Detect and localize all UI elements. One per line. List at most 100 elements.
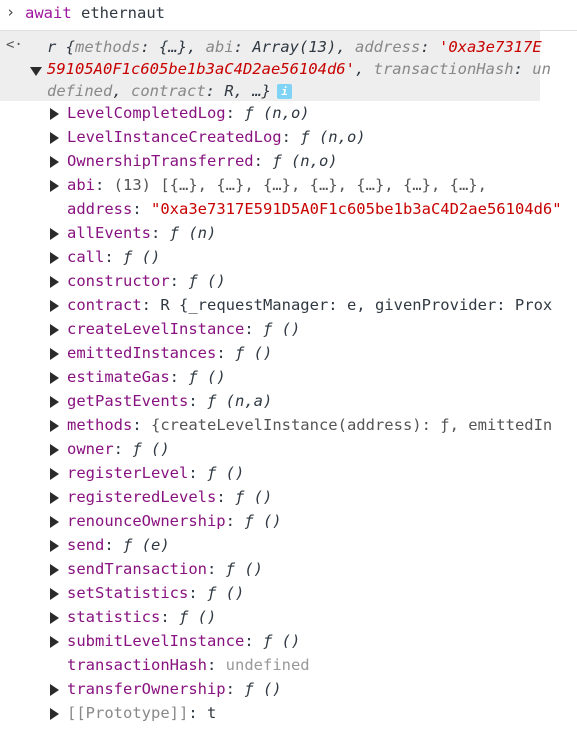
property-row[interactable]: allEvents: ƒ (n) — [50, 221, 216, 245]
property-row[interactable]: owner: ƒ () — [50, 437, 170, 461]
property-row[interactable]: transactionHash: undefined — [67, 653, 310, 677]
collapse-triangle-icon[interactable] — [30, 67, 42, 76]
property-value: undefined — [225, 656, 310, 674]
summary-address-value-b: 59105A0F1c605be1b3aC4D2ae56104d6' — [47, 60, 355, 78]
expand-triangle-icon[interactable] — [50, 179, 59, 192]
expand-triangle-icon[interactable] — [50, 539, 59, 552]
property-name: createLevelInstance — [67, 320, 245, 338]
expand-triangle-icon[interactable] — [50, 395, 59, 408]
property-value: ƒ (n,o) — [244, 104, 310, 122]
expand-triangle-icon[interactable] — [50, 323, 59, 336]
property-row[interactable]: registerLevel: ƒ () — [50, 461, 244, 485]
property-row[interactable]: sendTransaction: ƒ () — [50, 557, 263, 581]
property-value: (13) [{…}, {…}, {…}, {…}, {…}, {…}, {…}, — [113, 176, 487, 194]
expand-triangle-icon[interactable] — [50, 443, 59, 456]
property-row[interactable]: statistics: ƒ () — [50, 605, 216, 629]
property-row[interactable]: registeredLevels: ƒ () — [50, 485, 272, 509]
property-value: ƒ () — [207, 464, 245, 482]
property-name: contract — [67, 296, 142, 314]
summary-abi-value: Array(13) — [252, 38, 337, 56]
expand-triangle-icon[interactable] — [50, 275, 59, 288]
property-separator: : — [151, 224, 170, 242]
expand-triangle-icon[interactable] — [50, 491, 59, 504]
summary-contract-value: R — [224, 82, 234, 100]
property-value: ƒ (n,o) — [300, 128, 366, 146]
property-value: ƒ () — [234, 488, 273, 506]
property-row[interactable]: methods: {createLevelInstance(address): … — [50, 413, 552, 437]
expand-triangle-icon[interactable] — [50, 227, 59, 240]
property-value: ƒ () — [225, 560, 263, 578]
expand-triangle-icon[interactable] — [50, 563, 59, 576]
prompt-chevron-icon: › — [6, 3, 16, 21]
info-icon[interactable]: i — [277, 84, 293, 99]
property-row[interactable]: getPastEvents: ƒ (n,a) — [50, 389, 272, 413]
property-row[interactable]: setStatistics: ƒ () — [50, 581, 244, 605]
summary-txhash-key: transactionHash — [373, 60, 514, 78]
property-name: address — [67, 200, 133, 218]
property-value: ƒ () — [234, 344, 273, 362]
property-row[interactable]: [[Prototype]]: t — [50, 701, 216, 725]
expand-triangle-icon[interactable] — [50, 107, 59, 120]
property-separator: : — [206, 560, 226, 578]
console-panel: › await ethernaut <· r {methods: {…}, ab… — [0, 3, 577, 725]
property-name: statistics — [67, 608, 161, 626]
property-row[interactable]: address: "0xa3e7317E591D5A0F1c605be1b3aC… — [67, 197, 562, 221]
property-separator: : — [216, 488, 235, 506]
property-row[interactable]: transferOwnership: ƒ () — [50, 677, 282, 701]
property-row[interactable]: send: ƒ (e) — [50, 533, 170, 557]
property-row[interactable]: emittedInstances: ƒ () — [50, 341, 272, 365]
expand-triangle-icon[interactable] — [50, 155, 59, 168]
property-separator: : — [188, 464, 207, 482]
property-separator: : — [206, 656, 226, 674]
expand-triangle-icon[interactable] — [50, 251, 59, 264]
expand-triangle-icon[interactable] — [50, 299, 59, 312]
property-separator: : — [216, 344, 235, 362]
property-name: methods — [67, 416, 133, 434]
expand-triangle-icon[interactable] — [50, 683, 59, 696]
summary-methods-value: {…} — [159, 38, 187, 56]
property-row[interactable]: abi: (13) [{…}, {…}, {…}, {…}, {…}, {…},… — [50, 173, 487, 197]
property-row[interactable]: constructor: ƒ () — [50, 269, 226, 293]
expand-triangle-icon[interactable] — [50, 587, 59, 600]
property-separator: : — [169, 368, 189, 386]
property-row[interactable]: renounceOwnership: ƒ () — [50, 509, 282, 533]
summary-prefix: r { — [47, 38, 75, 56]
property-separator: : — [95, 176, 114, 194]
property-row[interactable]: createLevelInstance: ƒ () — [50, 317, 300, 341]
property-row[interactable]: OwnershipTransferred: ƒ (n,o) — [50, 149, 338, 173]
expand-triangle-icon[interactable] — [50, 515, 59, 528]
expand-triangle-icon[interactable] — [50, 611, 59, 624]
expand-triangle-icon[interactable] — [50, 707, 59, 720]
expression-text: ethernaut — [81, 4, 166, 22]
expand-triangle-icon[interactable] — [50, 635, 59, 648]
property-separator: : — [188, 584, 207, 602]
console-input-line[interactable]: › await ethernaut — [0, 0, 577, 31]
expand-triangle-icon[interactable] — [50, 131, 59, 144]
property-separator: : — [188, 704, 207, 722]
property-separator: : — [188, 392, 207, 410]
property-row[interactable]: contract: R {_requestManager: e, givenPr… — [50, 293, 552, 317]
property-row[interactable]: call: ƒ () — [50, 245, 160, 269]
property-row[interactable]: LevelCompletedLog: ƒ (n,o) — [50, 101, 310, 125]
property-value: ƒ (n,o) — [272, 152, 338, 170]
result-summary[interactable]: <· r {methods: {…}, abi: Array(13), addr… — [0, 31, 551, 101]
property-row[interactable]: estimateGas: ƒ () — [50, 365, 226, 389]
property-row[interactable]: submitLevelInstance: ƒ () — [50, 629, 300, 653]
property-value: "0xa3e7317E591D5A0F1c605be1b3aC4D2ae5610… — [151, 200, 562, 218]
expand-triangle-icon[interactable] — [50, 371, 59, 384]
property-separator: : — [225, 680, 245, 698]
property-separator: : — [225, 104, 245, 122]
property-separator: : — [244, 320, 263, 338]
property-separator: : — [169, 272, 189, 290]
property-name: renounceOwnership — [67, 512, 226, 530]
property-row[interactable]: LevelInstanceCreatedLog: ƒ (n,o) — [50, 125, 366, 149]
expand-triangle-icon[interactable] — [50, 467, 59, 480]
property-value: ƒ () — [132, 440, 170, 458]
property-separator: : — [244, 632, 263, 650]
property-name: LevelCompletedLog — [67, 104, 226, 122]
property-name: call — [67, 248, 105, 266]
expand-triangle-icon[interactable] — [50, 419, 59, 432]
expand-triangle-icon[interactable] — [50, 347, 59, 360]
property-name: LevelInstanceCreatedLog — [67, 128, 282, 146]
property-name: getPastEvents — [67, 392, 189, 410]
